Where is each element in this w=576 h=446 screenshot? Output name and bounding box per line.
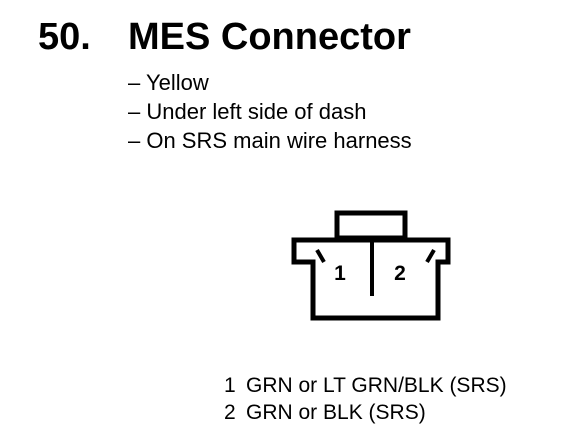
connector-diagram: 1 2: [291, 210, 451, 321]
connector-number: 50.: [38, 16, 91, 58]
connector-title: MES Connector: [128, 16, 411, 58]
pin-list: 1 GRN or LT GRN/BLK (SRS) 2 GRN or BLK (SR…: [224, 372, 507, 426]
pin-wire: GRN or LT GRN/BLK (SRS): [246, 374, 507, 397]
pin-row: 1 GRN or LT GRN/BLK (SRS): [224, 372, 507, 399]
connector-notes: – Yellow – Under left side of dash – On …: [128, 68, 412, 155]
pin-number: 2: [224, 401, 236, 424]
terminal-label-1: 1: [334, 262, 346, 285]
connector-right-shoulder: [425, 248, 436, 264]
connector-heading: 50. MES Connector: [38, 14, 411, 60]
connector-left-shoulder: [315, 248, 326, 264]
note-harness: – On SRS main wire harness: [128, 128, 412, 153]
pin-number: 1: [224, 374, 236, 397]
note-color: – Yellow: [128, 70, 209, 95]
pin-row: 2 GRN or BLK (SRS): [224, 399, 507, 426]
connector-lock-tab: [334, 210, 408, 241]
pin-wire: GRN or BLK (SRS): [246, 401, 426, 424]
terminal-label-2: 2: [394, 262, 406, 285]
note-location: – Under left side of dash: [128, 99, 367, 124]
